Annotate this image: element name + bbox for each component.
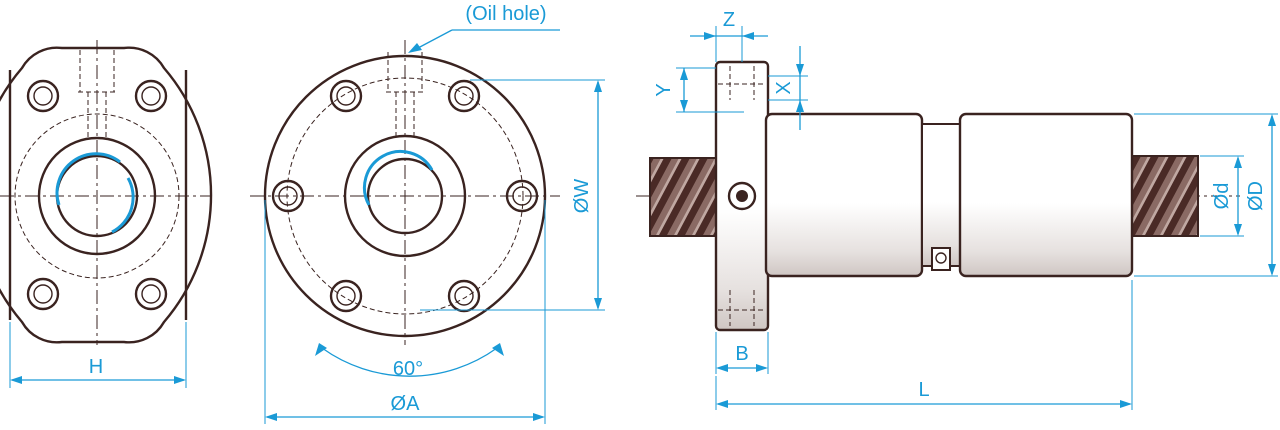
label-h: H [89,356,103,378]
mounting-holes [26,79,168,311]
end-view-round-flange: (Oil hole) 60° ØW ØA [250,3,605,424]
bore-highlight [362,149,434,206]
nut-body-circle [37,136,157,256]
bolt-circle [286,77,524,315]
label-z: Z [723,9,735,31]
oil-hole-hidden-lines [78,50,116,140]
oil-hole-side [727,181,757,211]
nut-body-left [764,112,924,278]
screw-thread-right [1131,155,1199,237]
label-y: Y [653,83,675,96]
retainer-pin [931,247,951,271]
side-view: Z Y X B L Ød [636,9,1278,410]
label-w: ØW [571,179,593,214]
nut-spacer [921,123,961,267]
label-a: ØA [391,393,421,415]
flange-outline [0,46,213,344]
screw-thread-left [649,157,721,237]
label-big-d: ØD [1245,181,1267,211]
oil-hole-hidden-lines [386,52,424,140]
label-d: Ød [1211,183,1233,210]
bore-circle [366,157,444,235]
bore-highlight [55,152,121,206]
mounting-holes [271,79,539,313]
label-x: X [773,81,795,94]
end-view-h-flange: H [0,40,213,388]
label-b: B [735,343,748,365]
label-l: L [918,379,929,401]
flange-circle [263,54,547,338]
label-angle: 60° [393,358,423,380]
bolt-circle [14,113,180,279]
label-oil-hole: (Oil hole) [465,3,546,25]
nut-body-circle [343,134,467,258]
nut-body-right [958,112,1134,278]
dimension-angle [321,347,498,377]
